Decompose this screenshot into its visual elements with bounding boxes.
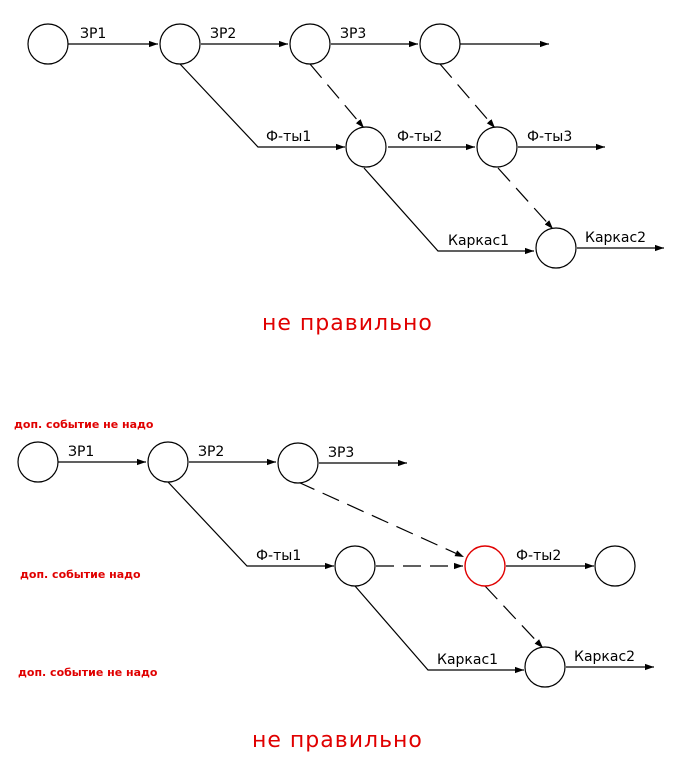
label-zr2: ЗР2 — [210, 26, 236, 42]
event-node — [345, 126, 387, 168]
verdict-bottom: не правильно — [252, 728, 423, 753]
note-extra-event-not-needed: доп. событие не надо — [14, 418, 154, 431]
event-node — [147, 441, 189, 483]
event-node — [27, 23, 69, 65]
edge-fty1 — [167, 481, 334, 570]
label-karkas1: Каркас1 — [437, 652, 498, 668]
event-node — [334, 545, 376, 587]
event-node — [419, 23, 461, 65]
dashed-dependency-3 — [484, 585, 544, 649]
event-node — [524, 646, 566, 688]
edge-karkas1 — [354, 585, 524, 674]
event-node — [277, 442, 319, 484]
top-diagram: ЗР1 ЗР2 ЗР3 Ф-ты1 Ф-ты2 Ф-ты3 Каркас1 Ка… — [27, 23, 664, 336]
dashed-dependency-1 — [297, 481, 465, 558]
event-node — [535, 227, 577, 269]
verdict-top: не правильно — [262, 311, 433, 336]
label-karkas1: Каркас1 — [448, 233, 509, 249]
dashed-dependency-2 — [439, 63, 496, 129]
event-node — [476, 126, 518, 168]
label-fty3: Ф-ты3 — [527, 129, 572, 145]
edge-karkas1 — [363, 167, 534, 255]
note-extra-event-needed: доп. событие надо — [20, 568, 141, 581]
event-node — [17, 441, 59, 483]
label-fty2: Ф-ты2 — [397, 129, 442, 145]
label-fty1: Ф-ты1 — [256, 548, 301, 564]
label-zr3: ЗР3 — [328, 445, 354, 461]
event-node — [594, 545, 636, 587]
extra-event-node — [464, 545, 506, 587]
dashed-dependency-3 — [497, 167, 554, 230]
note-extra-event-not-needed: доп. событие не надо — [18, 666, 158, 679]
label-zr1: ЗР1 — [68, 444, 94, 460]
label-zr1: ЗР1 — [80, 26, 106, 42]
event-node — [289, 23, 331, 65]
edge-fty1 — [179, 63, 345, 151]
event-node — [159, 23, 201, 65]
bottom-diagram: ЗР1 ЗР2 ЗР3 Ф-ты1 Ф-ты2 Каркас1 Каркас2 … — [14, 418, 654, 753]
label-zr3: ЗР3 — [340, 26, 366, 42]
label-zr2: ЗР2 — [198, 444, 224, 460]
dashed-dependency-1 — [309, 63, 365, 129]
label-karkas2: Каркас2 — [585, 230, 646, 246]
label-fty1: Ф-ты1 — [266, 129, 311, 145]
label-karkas2: Каркас2 — [574, 649, 635, 665]
label-fty2: Ф-ты2 — [516, 548, 561, 564]
